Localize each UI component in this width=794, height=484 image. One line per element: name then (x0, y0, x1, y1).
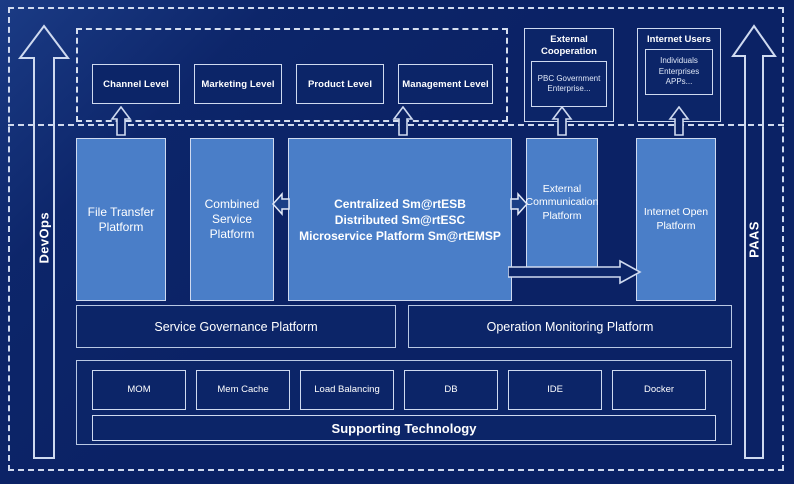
platform-esb-line-3: Microservice Platform Sm@rtEMSP (299, 228, 501, 243)
platform-esb-line-2: Distributed Sm@rtESC (334, 212, 466, 227)
supporting-technology-footer: Supporting Technology (92, 415, 716, 441)
platform-file-transfer-label: File Transfer Platform (87, 204, 155, 234)
platform-combined-service[interactable]: Combined Service Platform (190, 138, 274, 301)
party-box-external-cooperation[interactable]: External Cooperation PBC Government Ente… (524, 28, 614, 122)
platform-external-communication-label: External Communication Platform (525, 182, 599, 222)
devops-rail-label: DevOps (36, 211, 52, 264)
consumer-tier-band (76, 28, 508, 122)
party-box-internet-users[interactable]: Internet Users Individuals Enterprises A… (637, 28, 721, 122)
tech-box-load-balancing[interactable]: Load Balancing (300, 370, 394, 410)
tier-separator (8, 124, 784, 126)
platform-internet-open[interactable]: Internet Open Platform (636, 138, 716, 301)
tech-box-mem-cache[interactable]: Mem Cache (196, 370, 290, 410)
tech-box-ide[interactable]: IDE (508, 370, 602, 410)
platform-file-transfer[interactable]: File Transfer Platform (76, 138, 166, 301)
level-box-marketing[interactable]: Marketing Level (194, 64, 282, 104)
paas-rail-label: PAAS (746, 221, 762, 258)
supporting-technology-footer-label: Supporting Technology (331, 420, 477, 436)
platform-internet-open-label: Internet Open Platform (643, 206, 709, 232)
tech-box-mom[interactable]: MOM (92, 370, 186, 410)
tech-box-mem-cache-label: Mem Cache (217, 384, 269, 396)
governance-operation-monitoring[interactable]: Operation Monitoring Platform (408, 305, 732, 348)
tech-box-db-label: DB (444, 384, 458, 396)
platform-esb-line-1: Centralized Sm@rtESB (334, 196, 466, 211)
tech-box-ide-label: IDE (547, 384, 563, 396)
devops-rail (18, 22, 70, 462)
tech-box-docker[interactable]: Docker (612, 370, 706, 410)
platform-band: File Transfer Platform Combined Service … (76, 133, 732, 301)
level-box-management[interactable]: Management Level (398, 64, 493, 104)
party-detail-internet-users: Individuals Enterprises APPs... (645, 49, 713, 95)
tech-box-load-balancing-label: Load Balancing (314, 384, 380, 396)
party-title-external-cooperation: External Cooperation (541, 34, 597, 57)
platform-combined-service-label: Combined Service Platform (204, 197, 260, 241)
platform-external-communication[interactable]: External Communication Platform (526, 138, 598, 268)
governance-service-platform[interactable]: Service Governance Platform (76, 305, 396, 348)
governance-operation-monitoring-label: Operation Monitoring Platform (486, 319, 654, 334)
level-box-channel[interactable]: Channel Level (92, 64, 180, 104)
party-detail-external-cooperation: PBC Government Enterprise... (531, 61, 607, 107)
up-arrow-icon (18, 24, 70, 459)
tech-box-mom-label: MOM (127, 384, 151, 396)
governance-service-platform-label: Service Governance Platform (154, 319, 318, 334)
tech-box-docker-label: Docker (643, 384, 675, 396)
party-title-internet-users: Internet Users (647, 34, 711, 45)
outer-boundary (8, 7, 784, 471)
level-box-product[interactable]: Product Level (296, 64, 384, 104)
up-arrow-icon (731, 24, 777, 459)
paas-rail (731, 22, 777, 462)
platform-esb[interactable]: Centralized Sm@rtESB Distributed Sm@rtES… (288, 138, 512, 301)
tech-box-db[interactable]: DB (404, 370, 498, 410)
